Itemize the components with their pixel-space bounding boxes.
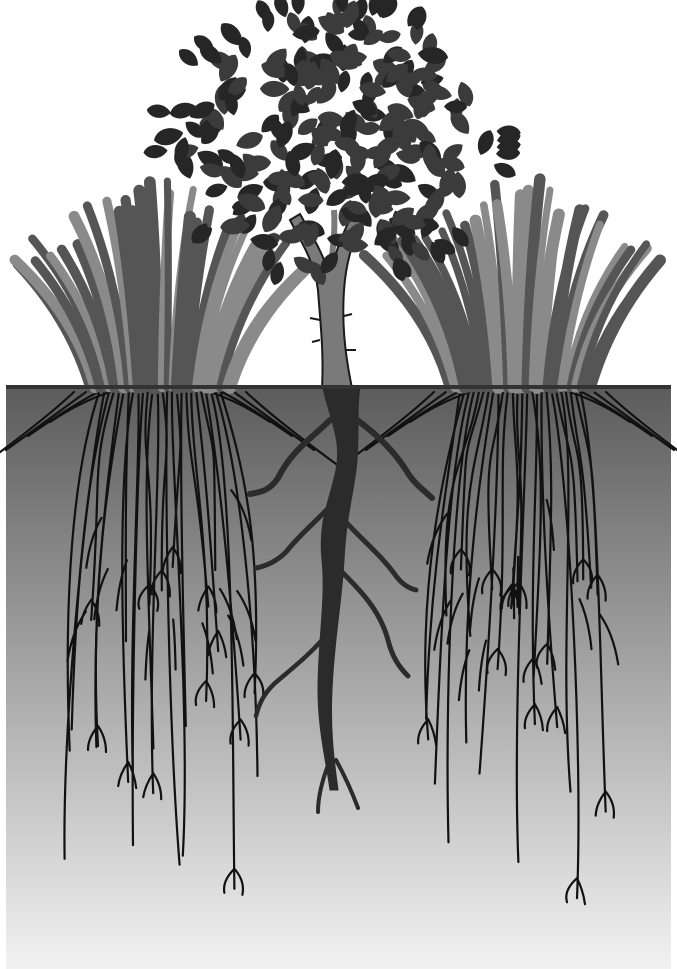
grass-blade [167,181,168,388]
root-branch [513,568,514,618]
